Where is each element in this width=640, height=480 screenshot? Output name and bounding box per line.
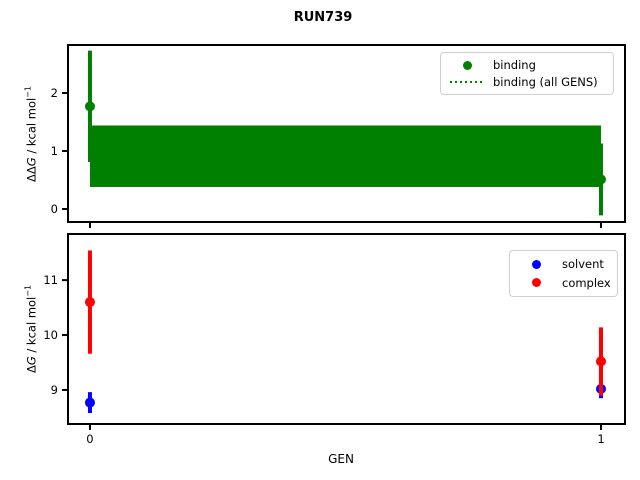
y-tick-label: 9: [51, 383, 58, 397]
y-axis-label-bottom: ΔG / kcal mol−1: [24, 285, 39, 373]
ylabel-top-prefix: ΔΔ: [24, 166, 39, 182]
ylabel-top-exponent: −1: [23, 86, 33, 98]
marker-complex: [84, 297, 95, 308]
legend-label: solvent: [562, 257, 604, 272]
y-tick-label: 11: [43, 273, 58, 287]
green-dot-icon: [462, 60, 472, 70]
legend-item-complex: complex: [519, 274, 611, 293]
ylabel-top-symbol: G: [24, 157, 39, 167]
legend-label: complex: [562, 275, 611, 290]
marker-binding: [595, 174, 606, 185]
marker-binding: [84, 101, 95, 112]
confidence-band: [89, 125, 601, 187]
legend-bottom: solvent complex: [509, 250, 618, 297]
x-tick-label: 0: [86, 432, 93, 446]
legend-item-binding-all-gens: binding (all GENS): [450, 74, 604, 91]
ylabel-bottom-prefix: Δ: [24, 365, 39, 374]
green-dotted-line-icon: [450, 80, 484, 83]
legend-label: binding (all GENS): [493, 74, 598, 89]
x-axis-label: GEN: [328, 452, 354, 466]
ylabel-bottom-exponent: −1: [23, 284, 33, 297]
marker-solvent: [84, 397, 95, 408]
legend-top: binding binding (all GENS): [440, 52, 614, 95]
y-tick-label: 1: [51, 144, 58, 158]
complex-marker-icon: [519, 278, 553, 288]
binding-all-gens-line-icon: [450, 80, 484, 83]
ylabel-bottom-units: / kcal mol: [24, 296, 39, 357]
y-tick-label: 2: [51, 86, 58, 100]
axes-spines: [67, 44, 626, 223]
legend-label: binding: [493, 58, 536, 73]
chart-title: RUN739: [293, 10, 353, 25]
binding-marker-icon: [450, 60, 484, 70]
legend-item-solvent: solvent: [519, 255, 608, 274]
y-tick-label: 0: [51, 202, 58, 216]
marker-complex: [595, 356, 606, 367]
legend-item-binding: binding: [450, 57, 604, 74]
solvent-marker-icon: [519, 259, 553, 269]
ylabel-top-units: / kcal mol: [24, 97, 39, 158]
blue-dot-icon: [531, 259, 541, 269]
ylabel-bottom-symbol: G: [24, 356, 39, 366]
y-axis-label-top: ΔΔG / kcal mol−1: [24, 86, 39, 182]
y-tick-label: 10: [43, 328, 58, 342]
red-dot-icon: [531, 278, 541, 288]
axes-spines: [67, 233, 626, 425]
x-tick-label: 1: [597, 432, 604, 446]
